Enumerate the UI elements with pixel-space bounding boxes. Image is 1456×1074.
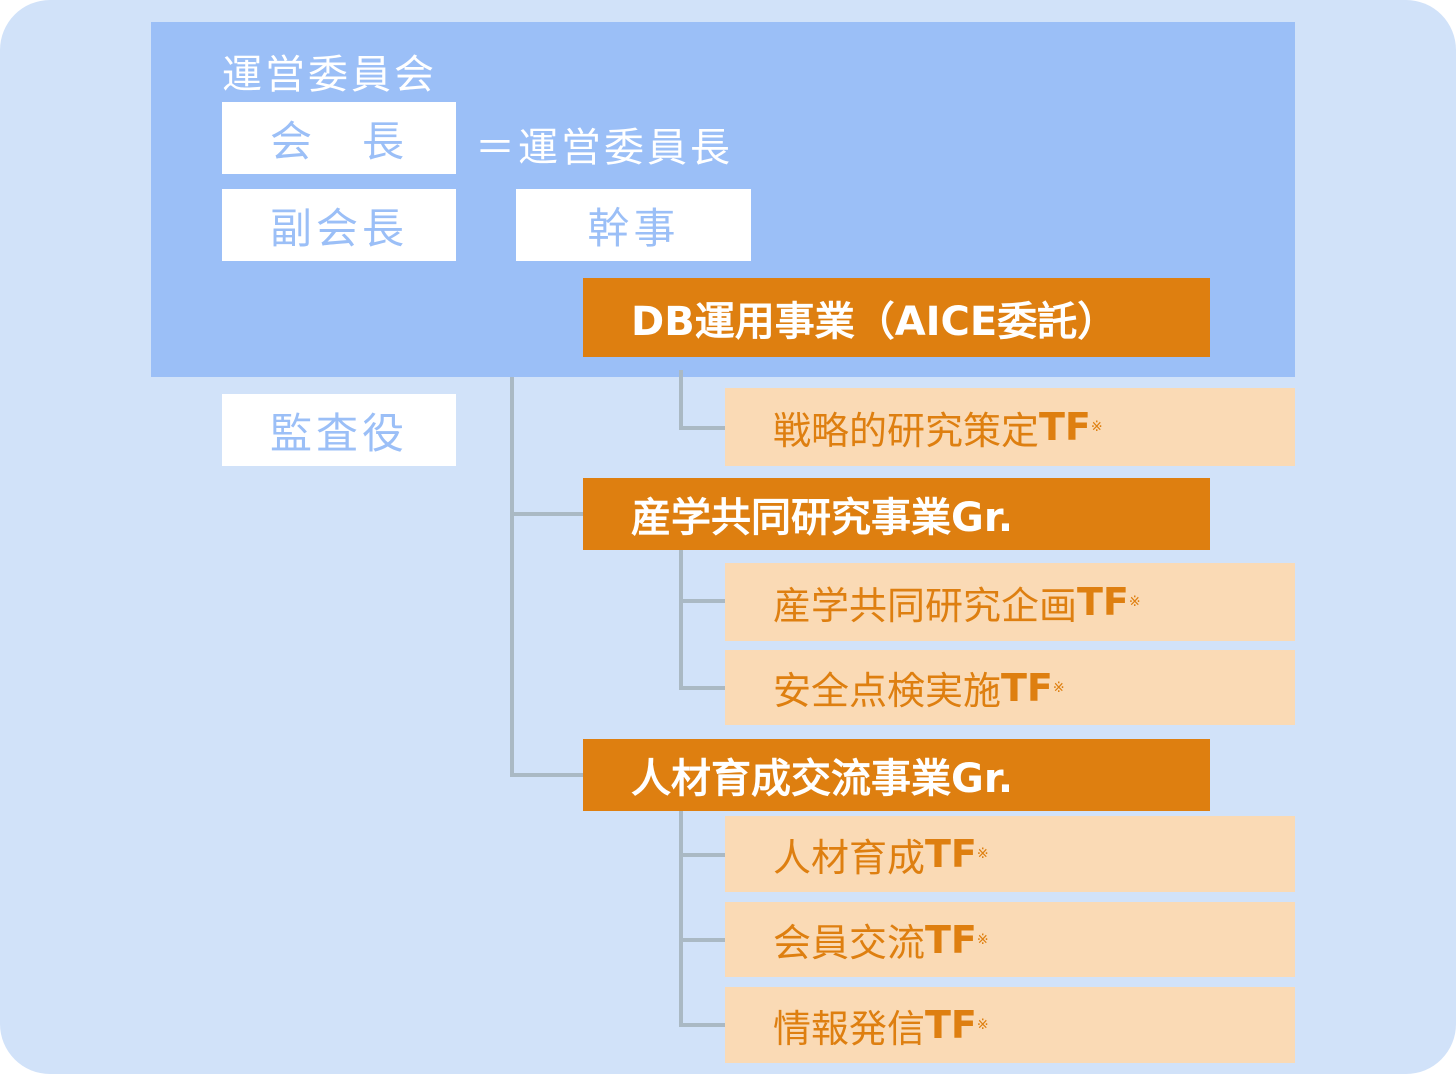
taskforce-name: 戦略的研究策定 xyxy=(773,408,1040,453)
tf-label: TF xyxy=(925,917,977,962)
main-connector xyxy=(510,377,514,777)
group-db-operations: DB運用事業（AICE委託） xyxy=(583,278,1210,357)
connector xyxy=(679,810,683,1027)
taskforce-name: 安全点検実施 xyxy=(773,669,1002,713)
connector xyxy=(679,599,725,603)
chair-note: ＝運営委員長 xyxy=(475,125,733,171)
taskforce-name: 産学共同研究企画 xyxy=(773,583,1078,628)
tf-label: TF xyxy=(1039,405,1091,449)
note-mark: ※ xyxy=(976,846,989,862)
connector xyxy=(510,773,583,777)
tf-label: TF xyxy=(1077,580,1129,624)
secretary-box: 幹事 xyxy=(516,189,751,261)
committee-title: 運営委員会 xyxy=(222,52,437,98)
taskforce-name: 会員交流 xyxy=(773,921,926,965)
tf-label: TF xyxy=(1001,665,1053,710)
auditor-box: 監査役 xyxy=(222,394,456,466)
note-mark: ※ xyxy=(976,1017,989,1033)
note-mark: ※ xyxy=(1052,679,1065,696)
connector xyxy=(679,426,725,430)
group-joint-research: 産学共同研究事業Gr. xyxy=(583,478,1210,550)
connector xyxy=(679,686,725,690)
tf-label: TF xyxy=(925,832,977,876)
taskforce-name: 情報発信 xyxy=(773,1006,926,1051)
vice-chair-box: 副会長 xyxy=(222,189,456,261)
note-mark: ※ xyxy=(976,931,989,948)
tf-label: TF xyxy=(925,1003,977,1047)
connector xyxy=(679,853,725,857)
chair-box: 会 長 xyxy=(222,102,456,174)
taskforce-name: 人材育成 xyxy=(773,835,926,880)
connector xyxy=(679,1023,725,1027)
note-mark: ※ xyxy=(1128,594,1141,610)
connector xyxy=(510,512,583,516)
connector xyxy=(679,938,725,942)
group-hr-exchange: 人材育成交流事業Gr. xyxy=(583,739,1210,811)
connector xyxy=(679,370,683,430)
note-mark: ※ xyxy=(1090,419,1103,435)
connector xyxy=(679,550,683,690)
